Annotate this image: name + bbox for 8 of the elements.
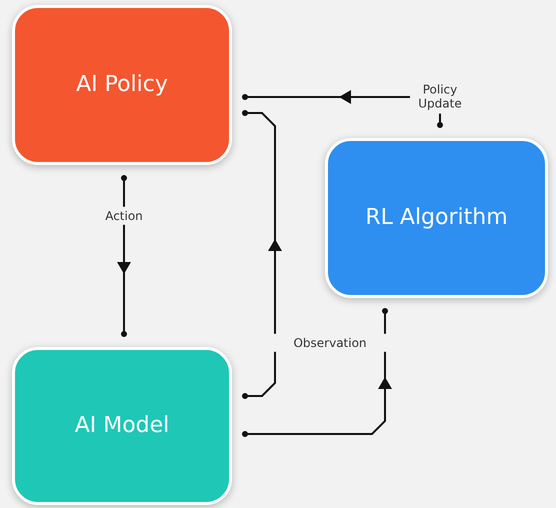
process-box (12, 5, 232, 165)
node-label: AI Policy (75, 70, 169, 99)
process-box (12, 347, 232, 505)
edge-label: Observation (273, 334, 387, 352)
node-label: RL Algorithm (364, 204, 509, 232)
node-label: AI Model (74, 412, 170, 440)
edge-label: Action (105, 206, 143, 226)
process-box (325, 138, 548, 298)
